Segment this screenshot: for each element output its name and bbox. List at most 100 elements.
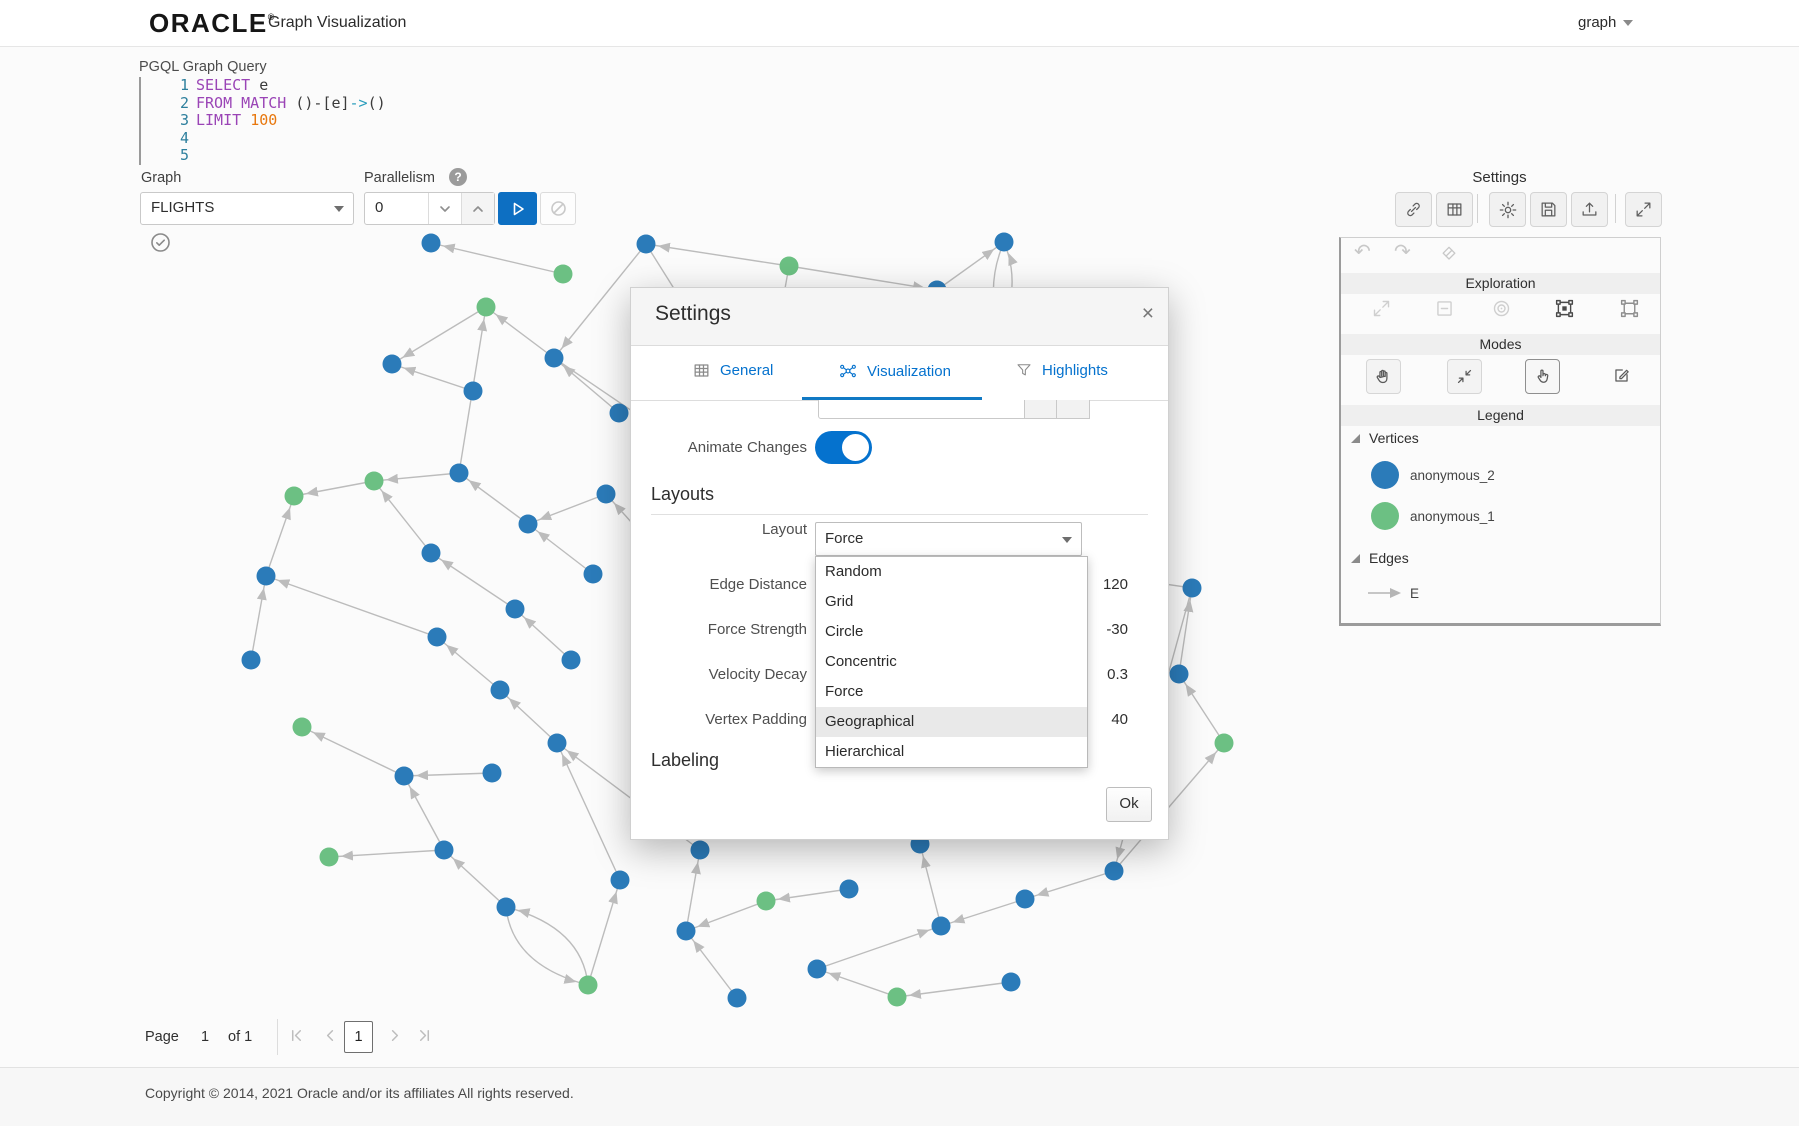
graph-edge[interactable]: [1178, 673, 1225, 744]
group-icon[interactable]: [1554, 298, 1575, 319]
graph-edge[interactable]: [265, 495, 295, 577]
graph-node[interactable]: [496, 897, 516, 917]
last-page-button[interactable]: [416, 1027, 433, 1044]
graph-edge[interactable]: [301, 726, 405, 777]
increment-button[interactable]: [461, 193, 494, 224]
graph-edge[interactable]: [919, 843, 942, 927]
run-query-button[interactable]: [498, 192, 537, 225]
graph-edge[interactable]: [685, 849, 701, 932]
ok-button[interactable]: Ok: [1106, 787, 1152, 822]
dropdown-option[interactable]: Random: [825, 563, 882, 580]
graph-node[interactable]: [578, 975, 598, 995]
graph-node[interactable]: [676, 921, 696, 941]
collapse-triangle-icon[interactable]: [1351, 434, 1360, 443]
graph-edge[interactable]: [430, 552, 516, 610]
graph-node[interactable]: [427, 627, 447, 647]
graph-edge[interactable]: [514, 608, 572, 661]
graph-node[interactable]: [610, 870, 630, 890]
graph-edge[interactable]: [788, 265, 938, 292]
collapse-triangle-icon[interactable]: [1351, 554, 1360, 563]
graph-node[interactable]: [1015, 889, 1035, 909]
ungroup-icon[interactable]: [1619, 298, 1640, 319]
graph-edge[interactable]: [1178, 587, 1194, 675]
save-button[interactable]: [1530, 192, 1567, 227]
select-mode-button[interactable]: [1525, 359, 1560, 394]
graph-edge[interactable]: [1113, 742, 1225, 872]
graph-node[interactable]: [1001, 972, 1021, 992]
graph-edge[interactable]: [373, 472, 460, 484]
first-page-button[interactable]: [288, 1027, 305, 1044]
graph-node[interactable]: [561, 650, 581, 670]
graph-edge[interactable]: [430, 242, 564, 275]
graph-edge[interactable]: [553, 357, 620, 414]
graph-edge[interactable]: [816, 968, 898, 998]
code-line[interactable]: 4: [141, 129, 386, 148]
graph-node[interactable]: [394, 766, 414, 786]
graph-node[interactable]: [476, 297, 496, 317]
graph-edge[interactable]: [436, 636, 501, 691]
graph-edge[interactable]: [685, 900, 767, 932]
graph-node[interactable]: [547, 733, 567, 753]
edit-mode-button[interactable]: [1605, 359, 1638, 392]
graph-node[interactable]: [994, 232, 1014, 252]
dropdown-option[interactable]: Force: [825, 683, 864, 700]
close-icon[interactable]: ×: [1141, 302, 1154, 325]
graph-node[interactable]: [609, 403, 629, 423]
graph-node[interactable]: [839, 879, 859, 899]
graph-node[interactable]: [449, 463, 469, 483]
graph-edge[interactable]: [391, 363, 474, 392]
graph-node[interactable]: [727, 988, 747, 1008]
graph-node[interactable]: [1182, 578, 1202, 598]
graph-node[interactable]: [256, 566, 276, 586]
dropdown-option[interactable]: Hierarchical: [825, 743, 905, 760]
graph-node[interactable]: [779, 256, 799, 276]
graph-edge[interactable]: [505, 906, 589, 986]
graph-edge[interactable]: [896, 981, 1012, 999]
decrement-button[interactable]: [428, 193, 461, 224]
graph-edge[interactable]: [940, 898, 1026, 927]
graph-edge[interactable]: [250, 575, 267, 661]
graph-edge[interactable]: [527, 523, 594, 575]
drop-vertex-icon[interactable]: [1434, 298, 1455, 319]
tab-general[interactable]: General: [692, 361, 773, 380]
page-number-input[interactable]: 1: [344, 1021, 373, 1053]
graph-node[interactable]: [756, 891, 776, 911]
force-strength-value[interactable]: -30: [1106, 621, 1128, 638]
graph-node[interactable]: [364, 471, 384, 491]
graph-edge[interactable]: [1024, 870, 1115, 900]
graph-node[interactable]: [887, 987, 907, 1007]
graph-node[interactable]: [421, 543, 441, 563]
clear-icon[interactable]: [1439, 244, 1459, 264]
graph-node[interactable]: [463, 381, 483, 401]
prev-page-button[interactable]: [322, 1027, 339, 1044]
undo-icon[interactable]: ↶: [1354, 241, 1371, 263]
graph-node[interactable]: [382, 354, 402, 374]
graph-user-menu[interactable]: graph: [1578, 14, 1634, 31]
parallelism-value[interactable]: 0: [375, 199, 384, 216]
tab-visualization[interactable]: Visualization: [838, 361, 951, 381]
graph-node[interactable]: [434, 840, 454, 860]
velocity-decay-value[interactable]: 0.3: [1107, 666, 1128, 683]
graph-edge[interactable]: [373, 480, 432, 554]
dropdown-option[interactable]: Geographical: [816, 707, 1087, 737]
graph-node[interactable]: [505, 599, 525, 619]
graph-edge[interactable]: [403, 770, 493, 781]
graph-edge[interactable]: [816, 925, 942, 970]
settings-button[interactable]: [1489, 192, 1526, 227]
edge-distance-value[interactable]: 120: [1102, 576, 1128, 593]
code-line[interactable]: 5: [141, 146, 386, 165]
graph-node[interactable]: [1104, 861, 1124, 881]
redo-icon[interactable]: ↷: [1394, 241, 1411, 263]
graph-select[interactable]: FLIGHTS: [140, 192, 354, 225]
graph-node[interactable]: [807, 959, 827, 979]
graph-node[interactable]: [636, 234, 656, 254]
graph-edge[interactable]: [685, 930, 738, 999]
graph-node[interactable]: [421, 233, 441, 253]
tab-highlights[interactable]: Highlights: [1015, 361, 1108, 379]
graph-node[interactable]: [518, 514, 538, 534]
graph-edge[interactable]: [765, 888, 850, 903]
graph-edge[interactable]: [328, 849, 445, 861]
